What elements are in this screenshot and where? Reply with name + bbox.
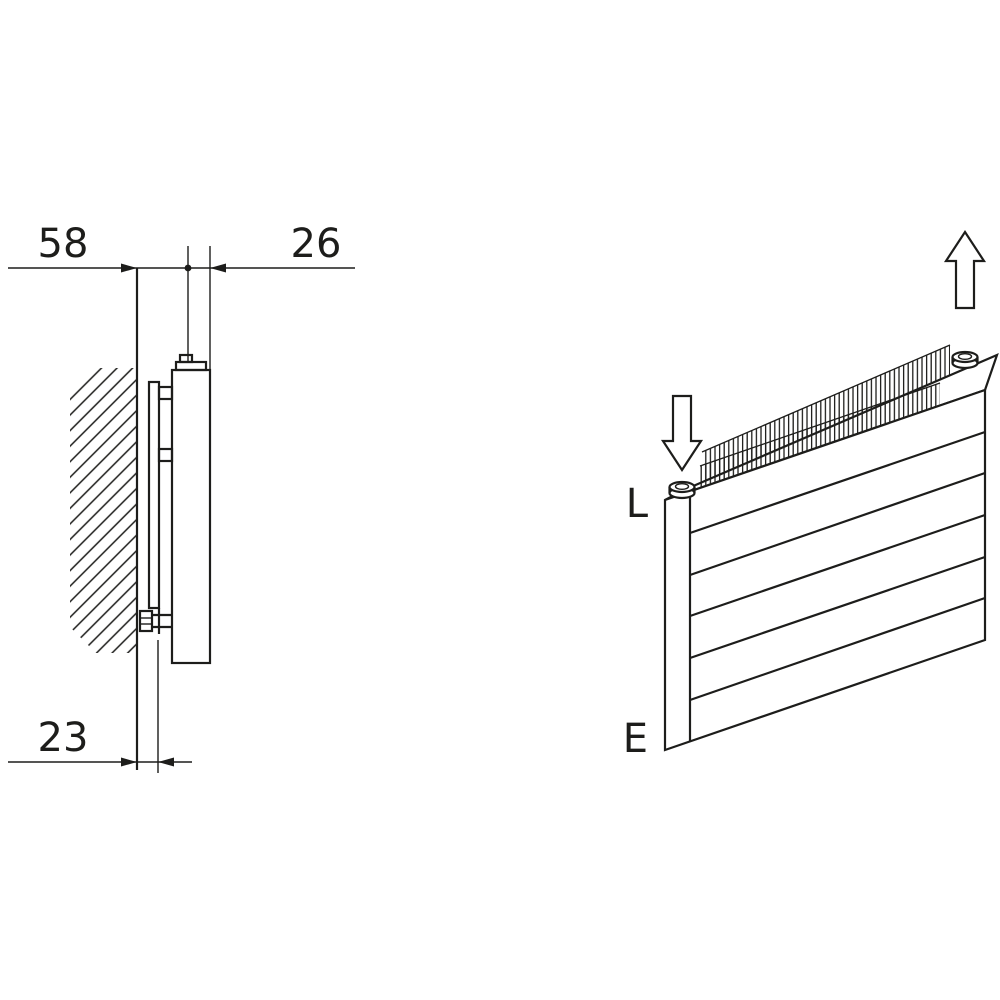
panel-slat-lines bbox=[689, 430, 986, 702]
dim-dot bbox=[184, 264, 192, 272]
side-view: 58 26 23 bbox=[8, 221, 355, 773]
bracket-hook-top bbox=[157, 385, 174, 401]
isometric-view: L E bbox=[623, 229, 999, 762]
radiator-panel-side bbox=[170, 368, 212, 665]
dim-arrow-left-icon bbox=[210, 263, 226, 273]
mounting-bracket bbox=[147, 380, 174, 610]
panel-top-nub bbox=[178, 353, 194, 364]
flow-arrow-down-icon bbox=[660, 394, 704, 473]
wall-hatch bbox=[70, 368, 137, 653]
panel-top-cap bbox=[174, 360, 208, 372]
dimension-label-wall-to-center: 58 bbox=[38, 221, 89, 267]
dimension-label-center-to-front: 26 bbox=[291, 221, 342, 267]
flow-arrow-up-icon bbox=[943, 229, 987, 310]
connection-boss-left bbox=[668, 480, 696, 500]
dimension-label-wall-to-fixing: 23 bbox=[38, 715, 89, 761]
inlet-label: L bbox=[626, 481, 649, 527]
convector-fins bbox=[699, 344, 951, 488]
dim-arrow-right-icon bbox=[121, 757, 137, 767]
dim-arrow-left-icon bbox=[158, 757, 174, 767]
bracket-hook-middle bbox=[157, 447, 174, 463]
outlet-label: E bbox=[623, 716, 648, 762]
fixing-screw bbox=[138, 608, 172, 634]
connection-boss-right bbox=[951, 350, 979, 370]
dim-arrow-right-icon bbox=[121, 263, 137, 273]
